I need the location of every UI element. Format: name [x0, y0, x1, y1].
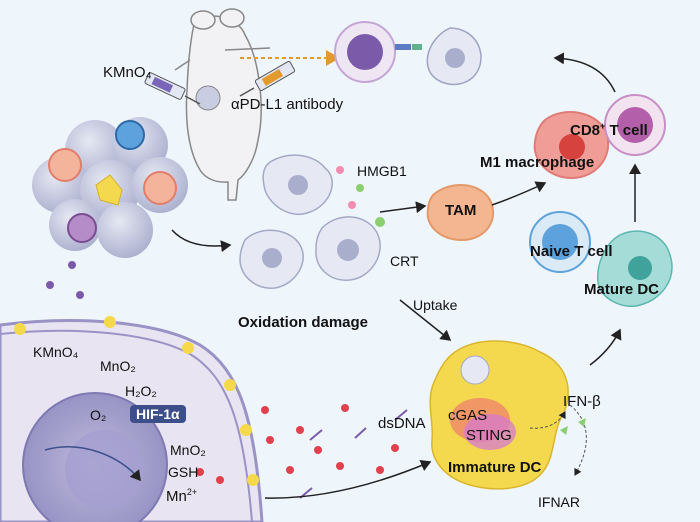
mn-superscript: 2+ [186, 487, 198, 497]
cd8-superscript: + [600, 121, 606, 131]
cd8-suffix: T cell [605, 122, 648, 139]
m1-macrophage-label: M1 macrophage [480, 154, 595, 171]
mno2-label-2: MnO₂ [170, 442, 206, 458]
cgas-label: cGAS [448, 407, 488, 424]
mn2-label: Mn2+ [166, 487, 198, 505]
tumor-cluster [32, 117, 188, 258]
hmgb1-label: HMGB1 [357, 163, 407, 179]
h2o2-label: H₂O₂ [125, 383, 157, 399]
o2-label: O₂ [90, 407, 107, 423]
cd8-t-cell-label: CD8+ T cell [570, 121, 648, 139]
mno2-label-1: MnO₂ [100, 358, 136, 374]
gsh-label: GSH [168, 464, 199, 480]
mouse-icon [174, 8, 271, 201]
uptake-label: Uptake [413, 297, 458, 313]
antibody-label: αPD-L1 antibody [231, 96, 344, 113]
syringe-icon [144, 72, 201, 105]
tam-label: TAM [445, 202, 477, 219]
crt-label: CRT [390, 253, 419, 269]
hif-1a-label: HIF-1α [130, 405, 186, 423]
sting-label: STING [466, 427, 512, 444]
kmno4-cell-label: KMnO₄ [33, 344, 79, 360]
oxidation-damage-label: Oxidation damage [238, 314, 369, 331]
immature-dc-label: Immature DC [448, 459, 542, 476]
ifn-beta-label: IFN-β [563, 393, 601, 410]
mature-dc-label: Mature DC [584, 281, 660, 298]
cd8-prefix: CD8 [570, 122, 601, 139]
dsdna-label: dsDNA [378, 415, 426, 432]
mn-base: Mn [166, 488, 187, 505]
ifnar-label: IFNAR [538, 494, 580, 510]
syringe-icon [239, 61, 296, 97]
kmno4-top-label: KMnO₄ [103, 64, 152, 81]
naive-t-cell-label: Naive T cell [530, 243, 613, 260]
